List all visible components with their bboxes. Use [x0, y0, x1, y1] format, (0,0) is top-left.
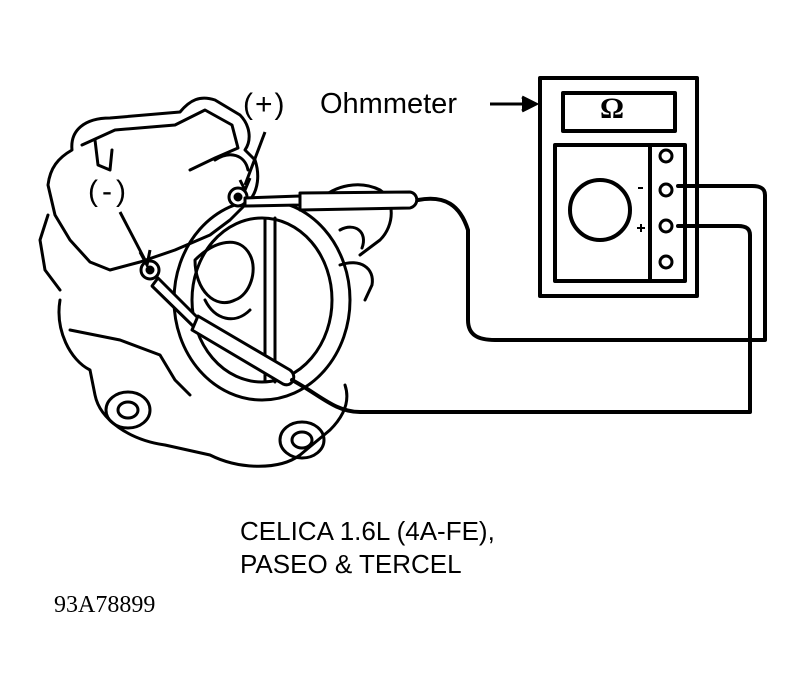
ohmmeter-panel: [553, 143, 687, 283]
ohmmeter-display: [561, 91, 677, 133]
ohmmeter: [538, 76, 699, 298]
positive-probe: [243, 194, 302, 208]
throttle-body-illustration: [38, 96, 393, 468]
figure-code: 93A78899: [54, 592, 156, 618]
caption-line-2: PASEO & TERCEL: [240, 549, 462, 579]
label-pointers: [118, 95, 540, 270]
ohmmeter-label: Ohmmeter: [320, 88, 457, 120]
diagram-caption: CELICA 1.6L (4A-FE), PASEO & TERCEL: [240, 515, 495, 581]
positive-lead: [416, 184, 767, 342]
caption-line-1: CELICA 1.6L (4A-FE),: [240, 516, 495, 546]
ohmmeter-dial-icon: [568, 178, 632, 242]
sensor-terminals: [139, 186, 249, 281]
positive-terminal-label: (+): [243, 88, 287, 121]
test-leads: [290, 184, 767, 414]
ohm-symbol-icon: Ω: [600, 92, 625, 125]
negative-terminal-label: (-): [88, 175, 130, 208]
negative-lead: [290, 224, 752, 414]
ohmmeter-case: [538, 76, 699, 298]
